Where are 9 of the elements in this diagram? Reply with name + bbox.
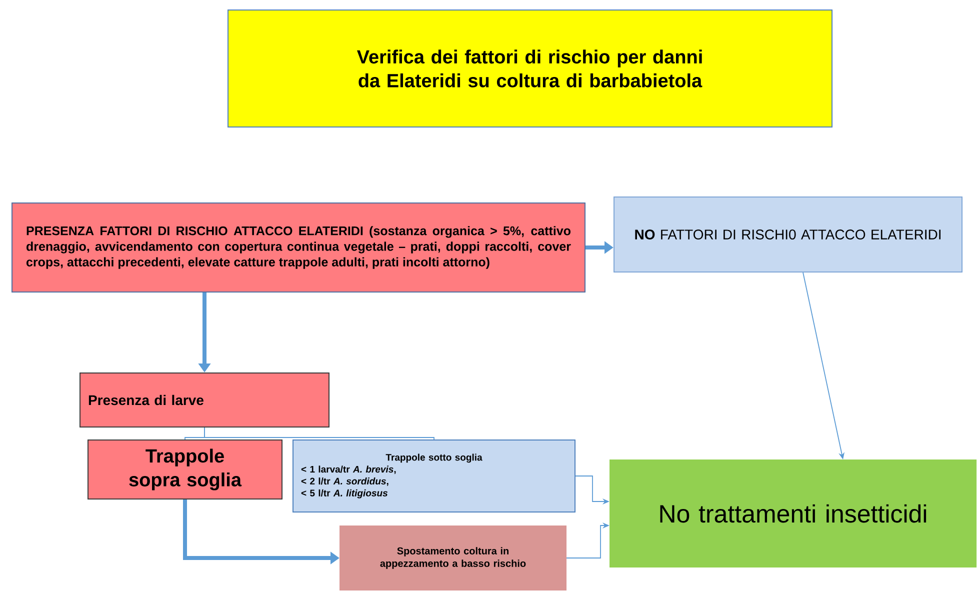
process-box: Presenza di larve xyxy=(80,372,330,428)
process-box: PRESENZA FATTORI DI RISCHIO ATTACCO ELATERIDI (sostanza organica > 5%, cattivo drenaggio, avvicendamento con copertura continua vegetale – prati, doppi raccolti, cover crops, attacchi precedenti, elevate catture trappole adulti, prati incolti attorno) xyxy=(12,202,586,292)
process-box: Trappole sotto soglia < 1 larva/tr A. brevis, < 2 l/tr A. sordidus, < 5 l/tr A. litigiosus xyxy=(292,440,576,512)
result-box: No trattamenti insetticidi xyxy=(610,460,976,568)
process-box: NO FATTORI DI RISCHI0 ATTACCO ELATERIDI xyxy=(614,196,962,272)
title-box: Verifica dei fattori di rischio per danni da Elateridi su coltura di barbabietola xyxy=(228,10,832,128)
process-box: Trappole sopra soglia xyxy=(88,440,282,500)
connector-line xyxy=(204,427,434,440)
process-box: Spostamento coltura in appezzamento a basso rischio xyxy=(340,526,566,590)
